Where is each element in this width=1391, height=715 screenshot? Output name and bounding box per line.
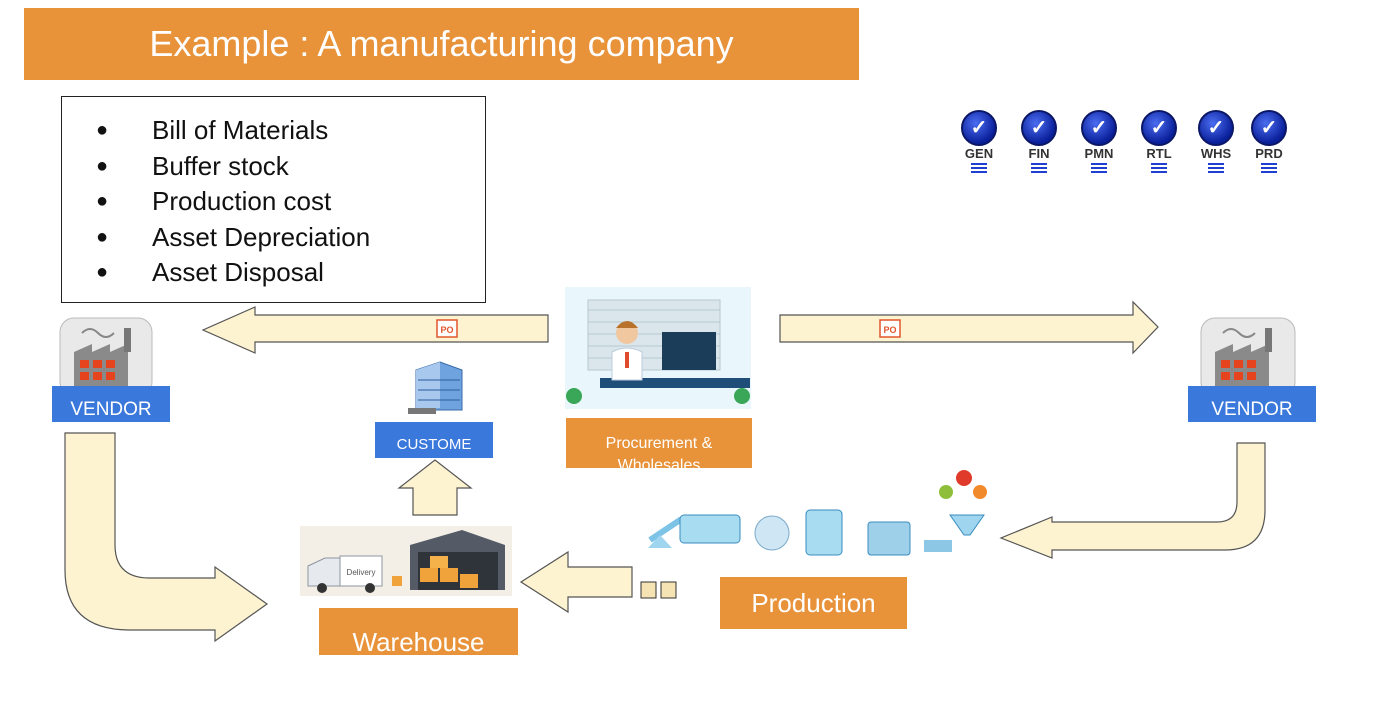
module-badge-rtl: ✓ RTL [1139, 110, 1179, 173]
list-item: ●Production cost [96, 186, 332, 216]
menu-lines-icon [1151, 163, 1167, 173]
check-icon: ✓ [961, 110, 997, 146]
factory-icon [59, 317, 153, 397]
arrow-warehouse-to-customer [397, 459, 473, 516]
arrow-vendor-to-warehouse [64, 432, 269, 643]
office-building-icon [408, 361, 463, 414]
vendor-right-label: VENDOR [1188, 386, 1316, 422]
list-item: ●Bill of Materials [96, 115, 329, 145]
module-badge-prd: ✓ PRD [1249, 110, 1289, 173]
warehouse-delivery-illustration: Delivery [300, 526, 512, 596]
production-machinery-illustration [640, 470, 995, 575]
factory-icon [1200, 317, 1296, 397]
svg-text:PO: PO [440, 325, 453, 335]
list-item: ●Asset Depreciation [96, 221, 371, 252]
svg-text:PO: PO [883, 325, 896, 335]
check-icon: ✓ [1198, 110, 1234, 146]
list-item: ●Asset Disposal [96, 257, 324, 287]
menu-lines-icon [1261, 163, 1277, 173]
feature-list: ●Bill of Materials ●Buffer stock ●Produc… [96, 113, 370, 291]
module-badge-fin: ✓ FIN [1019, 110, 1059, 173]
module-badge-whs: ✓ WHS [1196, 110, 1236, 173]
list-item: ●Buffer stock [96, 150, 289, 181]
arrow-to-left-vendor [201, 306, 549, 354]
arrow-production-to-warehouse [519, 550, 633, 614]
svg-text:Delivery: Delivery [347, 568, 376, 577]
module-badge-pmn: ✓ PMN [1079, 110, 1119, 173]
production-label: Production [720, 577, 907, 629]
menu-lines-icon [1091, 163, 1107, 173]
menu-lines-icon [1031, 163, 1047, 173]
procurement-office-illustration [565, 287, 751, 409]
procurement-label: Procurement & Wholesales [566, 418, 752, 468]
check-icon: ✓ [1251, 110, 1287, 146]
po-document-icon: PO [436, 319, 458, 338]
warehouse-label: Warehouse [319, 608, 518, 655]
arrow-to-right-vendor [779, 300, 1159, 355]
customer-label: CUSTOME [375, 422, 493, 458]
arrow-vendor-to-production [999, 442, 1266, 559]
module-badge-gen: ✓ GEN [959, 110, 999, 173]
jar-icon [640, 581, 677, 599]
check-icon: ✓ [1141, 110, 1177, 146]
po-document-icon: PO [879, 319, 901, 338]
vendor-left-label: VENDOR [52, 386, 170, 422]
menu-lines-icon [1208, 163, 1224, 173]
check-icon: ✓ [1021, 110, 1057, 146]
check-icon: ✓ [1081, 110, 1117, 146]
feature-list-box: ●Bill of Materials ●Buffer stock ●Produc… [61, 96, 486, 303]
menu-lines-icon [971, 163, 987, 173]
page-title: Example : A manufacturing company [24, 8, 859, 80]
